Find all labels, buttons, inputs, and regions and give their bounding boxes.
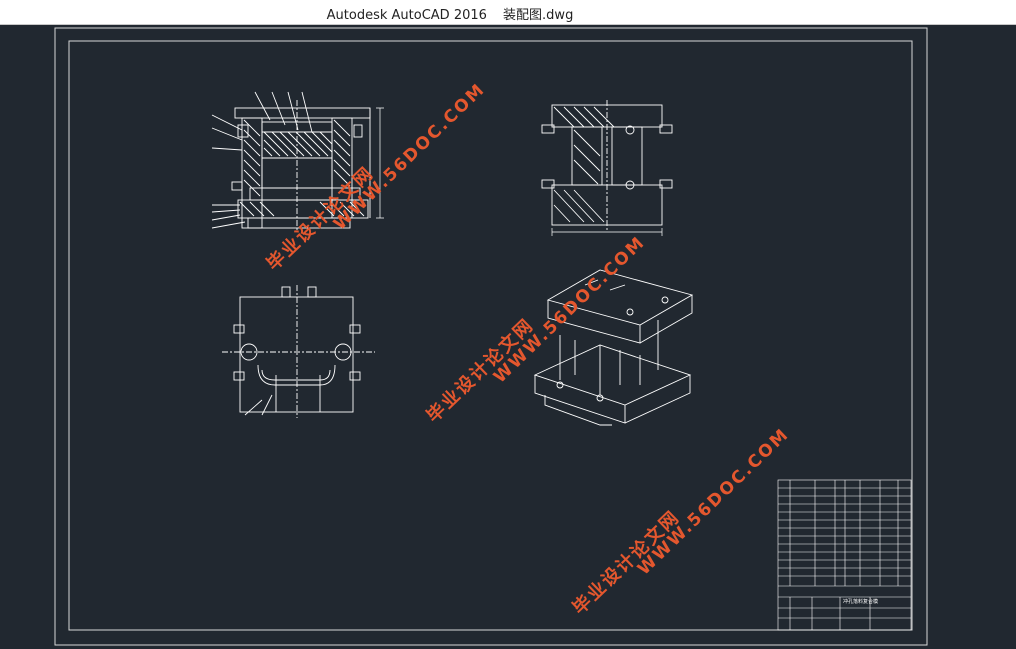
app-name: Autodesk AutoCAD 2016 — [326, 8, 487, 23]
outer-frame — [54, 27, 928, 646]
title-block-name: 冲孔落料复合模 — [843, 598, 878, 605]
front-section-view — [211, 91, 384, 230]
title-bar: Autodesk AutoCAD 2016 装配图.dwg — [0, 0, 1016, 25]
plan-view — [222, 285, 375, 418]
parts-list — [777, 479, 912, 631]
window-title: Autodesk AutoCAD 2016 装配图.dwg — [0, 4, 900, 23]
drawing-canvas[interactable]: 冲孔落料复合模 WWW.56DOC.COM 毕业设计论文网 WWW.56DOC.… — [0, 25, 1016, 649]
cad-drawing: 冲孔落料复合模 — [54, 27, 928, 646]
inner-frame — [68, 40, 913, 631]
file-name: 装配图.dwg — [503, 8, 574, 23]
isometric-view — [533, 269, 694, 426]
side-section-view — [541, 100, 673, 236]
